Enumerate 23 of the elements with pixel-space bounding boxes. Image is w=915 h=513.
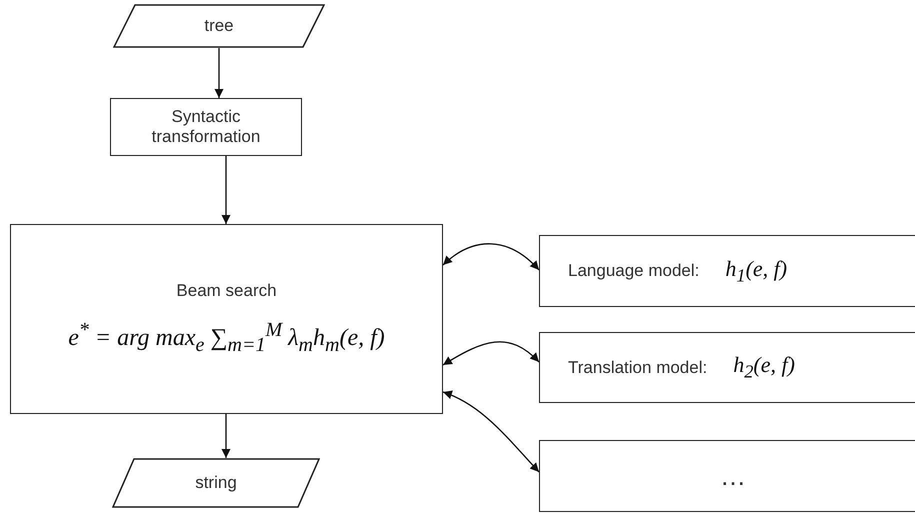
output-parallelogram: [112, 458, 320, 508]
arrow: [222, 414, 230, 458]
node-label: …: [720, 460, 748, 492]
node-label: tree: [204, 16, 234, 36]
arrow: [442, 391, 540, 472]
arrow: [442, 243, 540, 270]
arrow: [214, 48, 224, 98]
process-box: [10, 224, 443, 414]
input-parallelogram: [113, 4, 325, 48]
node-label: Translation model:: [568, 358, 708, 378]
node-label: string: [195, 473, 237, 493]
model-box: [539, 235, 915, 307]
model-box: [539, 440, 915, 512]
formula: h$_{2}$(e, f): [733, 352, 795, 383]
process-box: [110, 98, 302, 156]
node-label: Language model:: [568, 261, 700, 281]
arrow: [222, 156, 230, 224]
arrow: [442, 341, 540, 366]
node-label: Beam search: [176, 281, 277, 302]
model-box: [539, 332, 915, 403]
formula: e$^{*}$ = arg max$_{e}$ ∑$_{m=1}$$^{M}$ λ$_{m}$h$_{m}$(e, f): [68, 319, 385, 357]
formula: h$_{1}$(e, f): [725, 256, 788, 286]
node-label: Syntactic transformation: [150, 107, 262, 147]
